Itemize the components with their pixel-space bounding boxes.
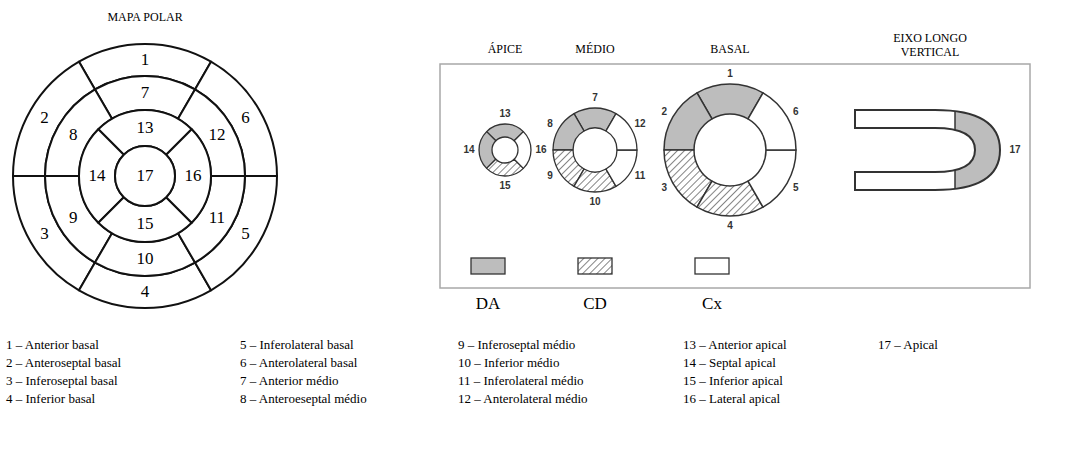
- view-heading: BASAL: [710, 43, 749, 57]
- legend-label: CD: [583, 294, 607, 314]
- segment-name: 17 – Apical: [878, 338, 938, 353]
- map-title: MAPA POLAR: [107, 11, 182, 25]
- segment-name: 15 – Inferior apical: [683, 374, 783, 389]
- segment-number: 6: [793, 106, 799, 118]
- segment-number: 8: [547, 118, 553, 130]
- myocardial-segment: [553, 114, 584, 150]
- apical-segment: [955, 100, 1015, 200]
- segment-number: 13: [499, 108, 510, 120]
- myocardial-segment: [748, 150, 796, 207]
- views-panel: [440, 64, 1030, 288]
- segment-number: 9: [69, 208, 78, 228]
- segment-number: 4: [727, 220, 733, 232]
- segment-name: 9 – Inferoseptal médio: [458, 338, 575, 353]
- myocardial-segment: [606, 150, 637, 186]
- segment-number: 5: [793, 182, 799, 194]
- segment-number: 11: [209, 208, 225, 228]
- segment-name: 2 – Anteroseptal basal: [6, 356, 121, 371]
- apex-segment: [115, 146, 175, 206]
- segment-number: 17: [137, 166, 154, 186]
- segment-name: 12 – Anterolateral médio: [458, 392, 588, 407]
- legend-label: Cx: [702, 294, 722, 314]
- segment-name: 7 – Anterior médio: [240, 374, 339, 389]
- segment-number: 9: [547, 170, 553, 182]
- segment-divider: [954, 100, 956, 200]
- segment-number: 14: [463, 144, 474, 156]
- segment-number: 15: [499, 180, 510, 192]
- segment-number: 4: [141, 282, 150, 302]
- segment-name: 11 – Inferolateral médio: [458, 374, 584, 389]
- segment-name: 1 – Anterior basal: [6, 338, 99, 353]
- segment-name: 8 – Anteroeseptal médio: [240, 392, 367, 407]
- segment-number: 1: [141, 50, 150, 70]
- segment-name: 13 – Anterior apical: [683, 338, 787, 353]
- segment-number: 14: [89, 166, 106, 186]
- segment-number: 17: [1009, 144, 1020, 156]
- segment-number: 8: [69, 125, 78, 145]
- myocardial-segment: [664, 93, 712, 150]
- segment-name: 5 – Inferolateral basal: [240, 338, 354, 353]
- myocardial-segment: [514, 132, 531, 169]
- myocardial-segment: [606, 114, 637, 150]
- segment-number: 2: [661, 106, 667, 118]
- segment-number: 15: [137, 214, 154, 234]
- legend-swatch: [471, 258, 505, 274]
- segment-name: 14 – Septal apical: [683, 356, 776, 371]
- segment-name: 10 – Inferior médio: [458, 356, 559, 371]
- long-axis-view: [855, 100, 1015, 200]
- myocardial-segment: [748, 93, 796, 150]
- segment-number: 6: [241, 108, 250, 128]
- long-axis-outline: [855, 110, 1000, 190]
- legend-swatch: [695, 258, 729, 274]
- short-axis-views: [479, 84, 796, 216]
- segment-number: 12: [208, 125, 225, 145]
- segment-name: 4 – Inferior basal: [6, 392, 95, 407]
- segment-number: 3: [661, 182, 667, 194]
- segment-number: 16: [535, 144, 546, 156]
- view-heading: MÉDIO: [575, 43, 614, 57]
- segment-number: 10: [137, 249, 154, 269]
- segment-number: 11: [635, 170, 646, 182]
- view-heading: EIXO LONGO VERTICAL: [880, 32, 980, 60]
- segment-number: 2: [40, 108, 49, 128]
- segment-number: 7: [141, 83, 150, 103]
- legend-swatch: [578, 258, 612, 274]
- segment-number: 1: [727, 68, 733, 80]
- segment-number: 16: [185, 166, 202, 186]
- view-heading: ÁPICE: [488, 43, 523, 57]
- segment-number: 12: [635, 118, 646, 130]
- legend-swatches: [471, 258, 729, 274]
- segment-name: 16 – Lateral apical: [683, 392, 780, 407]
- polar-map: [13, 44, 277, 308]
- segment-number: 3: [40, 224, 49, 244]
- segment-number: 13: [137, 118, 154, 138]
- segment-number: 10: [589, 196, 600, 208]
- segment-name: 6 – Anterolateral basal: [240, 356, 357, 371]
- segment-name: 3 – Inferoseptal basal: [6, 374, 118, 389]
- legend-label: DA: [476, 294, 501, 314]
- segment-number: 7: [592, 92, 598, 104]
- segment-number: 5: [241, 224, 250, 244]
